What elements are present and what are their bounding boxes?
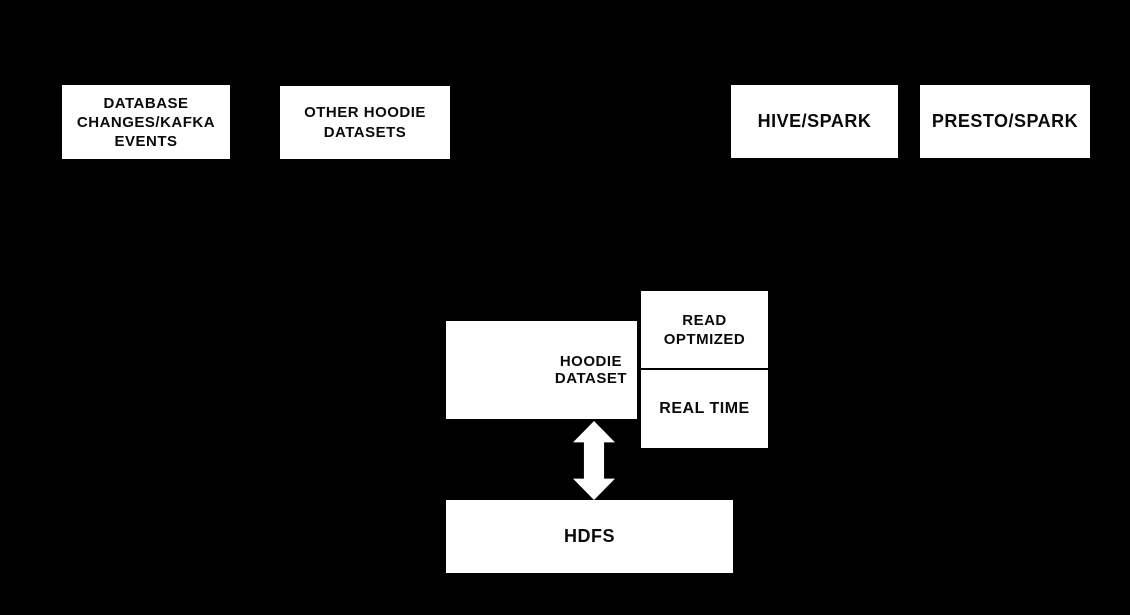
label-line: DATABASE <box>103 94 189 112</box>
bidirectional-arrow-icon <box>573 421 615 500</box>
label-line: DATASETS <box>323 123 407 141</box>
label-line: HDFS <box>564 526 615 546</box>
node-real-time: REAL TIME <box>641 370 768 448</box>
node-label: OTHER HOODIE DATASETS <box>304 103 426 143</box>
node-label: PRESTO/SPARK <box>932 111 1078 132</box>
label-line: OTHER HOODIE <box>304 103 426 121</box>
node-hive-spark: HIVE/SPARK <box>731 85 898 158</box>
node-other-hoodie-datasets: OTHER HOODIE DATASETS <box>280 86 450 159</box>
node-hoodie-dataset: HOODIE DATASET <box>446 321 637 419</box>
label-line: HIVE/SPARK <box>757 111 872 131</box>
node-read-optimized: READ OPTMIZED <box>641 291 768 368</box>
label-line: DATASET <box>554 370 627 387</box>
node-label: READ OPTMIZED <box>664 311 746 349</box>
label-line: OPTMIZED <box>663 330 746 348</box>
label-line: PRESTO/SPARK <box>931 111 1079 131</box>
label-line: HOODIE <box>559 353 623 370</box>
node-label: REAL TIME <box>659 400 749 418</box>
node-label: DATABASE CHANGES/KAFKA EVENTS <box>77 94 215 151</box>
label-line: CHANGES/KAFKA <box>76 113 216 131</box>
node-presto-spark: PRESTO/SPARK <box>920 85 1090 158</box>
node-database-changes-kafka-events: DATABASE CHANGES/KAFKA EVENTS <box>62 85 230 159</box>
node-label: HOODIE DATASET <box>555 353 627 387</box>
node-label: HDFS <box>564 526 615 547</box>
label-line: REAL TIME <box>659 400 750 417</box>
label-line: EVENTS <box>114 132 178 150</box>
node-hdfs: HDFS <box>446 500 733 573</box>
label-line: READ <box>682 311 727 329</box>
node-label: HIVE/SPARK <box>758 111 872 132</box>
